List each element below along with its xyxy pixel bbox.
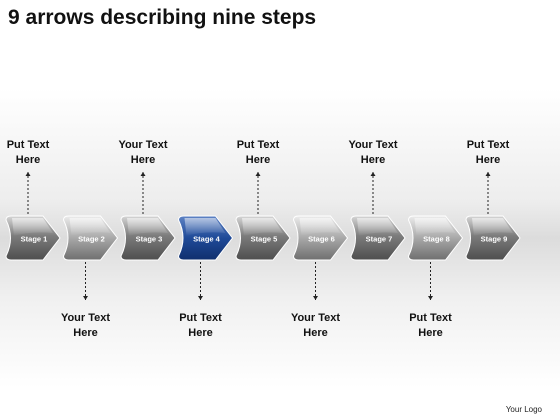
- stage-arrow-shine: [127, 218, 168, 236]
- connector-arrowhead: [428, 296, 433, 300]
- stage-arrow-shine: [357, 218, 398, 236]
- connector-arrowhead: [83, 296, 88, 300]
- callout-line-1: Put Text: [236, 139, 280, 151]
- connector-arrowhead: [140, 172, 146, 176]
- callout-line-2: Here: [303, 327, 328, 339]
- connector-arrowhead: [25, 172, 31, 176]
- stage-arrow-7: Stage 7: [350, 215, 406, 261]
- stage-label: Stage 4: [193, 235, 221, 244]
- stage-label: Stage 7: [366, 235, 393, 244]
- page-title: 9 arrows describing nine steps: [8, 6, 317, 29]
- stage-arrow-shine: [299, 218, 341, 236]
- callout-line-2: Here: [188, 327, 213, 339]
- stage-label: Stage 6: [308, 235, 335, 244]
- stage-label: Stage 3: [136, 235, 163, 244]
- stage-arrow-1: Stage 1: [5, 215, 61, 261]
- stage-arrow-shine: [69, 218, 111, 236]
- stage-arrow-8: Stage 8: [407, 215, 464, 261]
- callout-line-2: Here: [475, 154, 501, 166]
- connector-arrowhead: [485, 172, 491, 176]
- callout-line-2: Here: [245, 154, 271, 166]
- callout-line-2: Here: [130, 154, 156, 166]
- callout-line-1: Put Text: [6, 139, 50, 151]
- logo-text: Your Logo: [505, 405, 542, 414]
- callout-line-1: Put Text: [179, 312, 222, 324]
- stage-label: Stage 5: [251, 235, 278, 244]
- callout-line-1: Put Text: [466, 139, 510, 151]
- stage-arrow-6: Stage 6: [292, 215, 349, 261]
- callout-line-2: Here: [73, 327, 98, 339]
- callout-line-1: Put Text: [409, 312, 452, 324]
- callout-line-2: Here: [15, 154, 41, 166]
- stage-arrow-4: Stage 4: [177, 215, 234, 261]
- stage-arrow-shine: [12, 218, 53, 236]
- callout-line-1: Your Text: [60, 312, 111, 324]
- callout-line-1: Your Text: [118, 139, 168, 151]
- connector-arrowhead: [370, 172, 376, 176]
- callout-line-2: Here: [418, 327, 443, 339]
- stage-arrow-5: Stage 5: [235, 215, 291, 261]
- callout-line-1: Your Text: [348, 139, 398, 151]
- callout-line-2: Here: [360, 154, 386, 166]
- stage-arrow-shine: [472, 218, 513, 236]
- stage-label: Stage 1: [21, 235, 48, 244]
- stage-arrow-2: Stage 2: [62, 215, 119, 261]
- connector-arrowhead: [255, 172, 261, 176]
- stage-label: Stage 8: [423, 235, 450, 244]
- callout-line-1: Your Text: [290, 312, 341, 324]
- stage-arrow-3: Stage 3: [120, 215, 176, 261]
- connector-arrowhead: [198, 296, 203, 300]
- stage-label: Stage 9: [481, 235, 508, 244]
- stage-arrow-shine: [242, 218, 283, 236]
- stage-arrow-9: Stage 9: [465, 215, 521, 261]
- connector-arrowhead: [313, 296, 318, 300]
- stage-arrow-shine: [184, 218, 226, 236]
- stage-label: Stage 2: [78, 235, 105, 244]
- stage-arrow-shine: [414, 218, 456, 236]
